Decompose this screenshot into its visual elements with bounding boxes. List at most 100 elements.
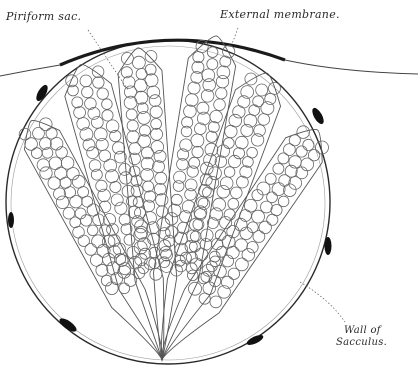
egg-cell <box>308 150 319 161</box>
egg-cell <box>111 194 123 206</box>
egg-cell <box>149 95 161 107</box>
egg-cell <box>244 199 257 212</box>
egg-cell <box>278 153 289 164</box>
egg-cell <box>253 231 265 243</box>
egg-cell <box>240 210 252 222</box>
egg-cell <box>213 198 226 211</box>
egg-cell <box>33 127 45 139</box>
egg-cell <box>254 125 266 137</box>
wall-nucleus <box>8 212 14 228</box>
egg-cell <box>166 226 178 238</box>
external-membrane-left-trail <box>0 65 60 76</box>
piriform-sac <box>65 64 164 360</box>
egg-cell <box>133 56 146 69</box>
egg-cell <box>189 282 202 295</box>
egg-cell <box>121 53 133 65</box>
egg-cell <box>178 222 189 233</box>
egg-cell <box>56 147 68 159</box>
egg-cell <box>240 227 252 239</box>
egg-cell <box>214 99 226 111</box>
egg-cell <box>153 161 165 173</box>
egg-cell <box>150 106 162 118</box>
egg-cell <box>64 187 75 198</box>
egg-cell <box>85 244 97 256</box>
egg-cell <box>245 73 257 85</box>
egg-cell <box>25 138 38 151</box>
egg-cell <box>127 120 138 131</box>
egg-cell <box>119 283 130 294</box>
egg-cell <box>171 194 182 205</box>
wall-leader <box>300 282 345 322</box>
egg-cell <box>87 147 99 159</box>
egg-cell <box>279 175 291 187</box>
egg-cell <box>217 145 229 157</box>
egg-cell <box>192 146 203 157</box>
external-membrane-right-trail <box>285 60 418 74</box>
egg-cell <box>231 187 243 199</box>
wall-label-line1: Wall of <box>344 325 381 336</box>
egg-cell <box>96 264 108 276</box>
egg-cell <box>82 196 93 207</box>
egg-cell <box>272 183 285 196</box>
egg-cell <box>50 137 63 150</box>
egg-cell <box>93 77 104 88</box>
egg-cell <box>187 270 198 281</box>
egg-cell <box>220 177 233 190</box>
egg-cell <box>210 110 222 122</box>
egg-cell <box>143 181 154 192</box>
egg-cell <box>265 93 276 104</box>
egg-cell <box>184 105 197 118</box>
egg-cell <box>80 75 92 87</box>
egg-cell <box>259 221 271 233</box>
egg-cell <box>48 177 60 189</box>
piriform-sac-label: Piriform sac. <box>6 10 81 23</box>
egg-cell <box>278 196 289 207</box>
egg-cell <box>223 138 234 149</box>
egg-cell <box>133 267 145 279</box>
egg-cell <box>233 106 245 118</box>
egg-cell <box>216 76 228 88</box>
egg-cell <box>199 293 210 304</box>
egg-cell <box>210 296 222 308</box>
egg-cell <box>228 268 239 279</box>
egg-cell <box>87 225 98 236</box>
egg-cell <box>37 159 49 171</box>
egg-cell <box>186 94 199 107</box>
egg-cell <box>56 196 69 209</box>
egg-cell <box>215 156 227 168</box>
egg-cell <box>296 146 307 157</box>
egg-cell <box>217 185 230 198</box>
egg-cell <box>206 131 217 142</box>
egg-cell <box>133 197 144 208</box>
egg-cell <box>208 122 219 133</box>
egg-cell <box>40 167 52 179</box>
egg-cell <box>151 119 162 130</box>
egg-cell <box>155 172 167 184</box>
egg-cell <box>227 225 239 237</box>
egg-cell <box>220 56 231 67</box>
egg-cell <box>102 99 113 110</box>
egg-cell <box>273 163 284 174</box>
egg-cell <box>81 215 92 226</box>
egg-cell <box>237 176 249 188</box>
wall-label-line2: Sacculus. <box>336 337 387 348</box>
egg-cell <box>145 51 157 63</box>
egg-cell <box>188 82 200 94</box>
egg-cell <box>301 158 314 171</box>
egg-cell <box>185 189 197 201</box>
egg-cell <box>267 214 278 225</box>
egg-cell <box>82 86 93 97</box>
egg-cell <box>195 248 208 261</box>
egg-cell <box>49 157 62 170</box>
egg-cell <box>154 183 166 195</box>
egg-cell <box>303 139 314 150</box>
egg-cell <box>216 88 227 99</box>
egg-cell <box>195 123 207 135</box>
wall-nucleus <box>58 316 79 334</box>
egg-cell <box>173 181 184 192</box>
egg-cell <box>199 184 212 197</box>
external-membrane-label: External membrane. <box>220 8 340 21</box>
egg-cell <box>252 210 265 223</box>
egg-cell <box>70 196 82 208</box>
